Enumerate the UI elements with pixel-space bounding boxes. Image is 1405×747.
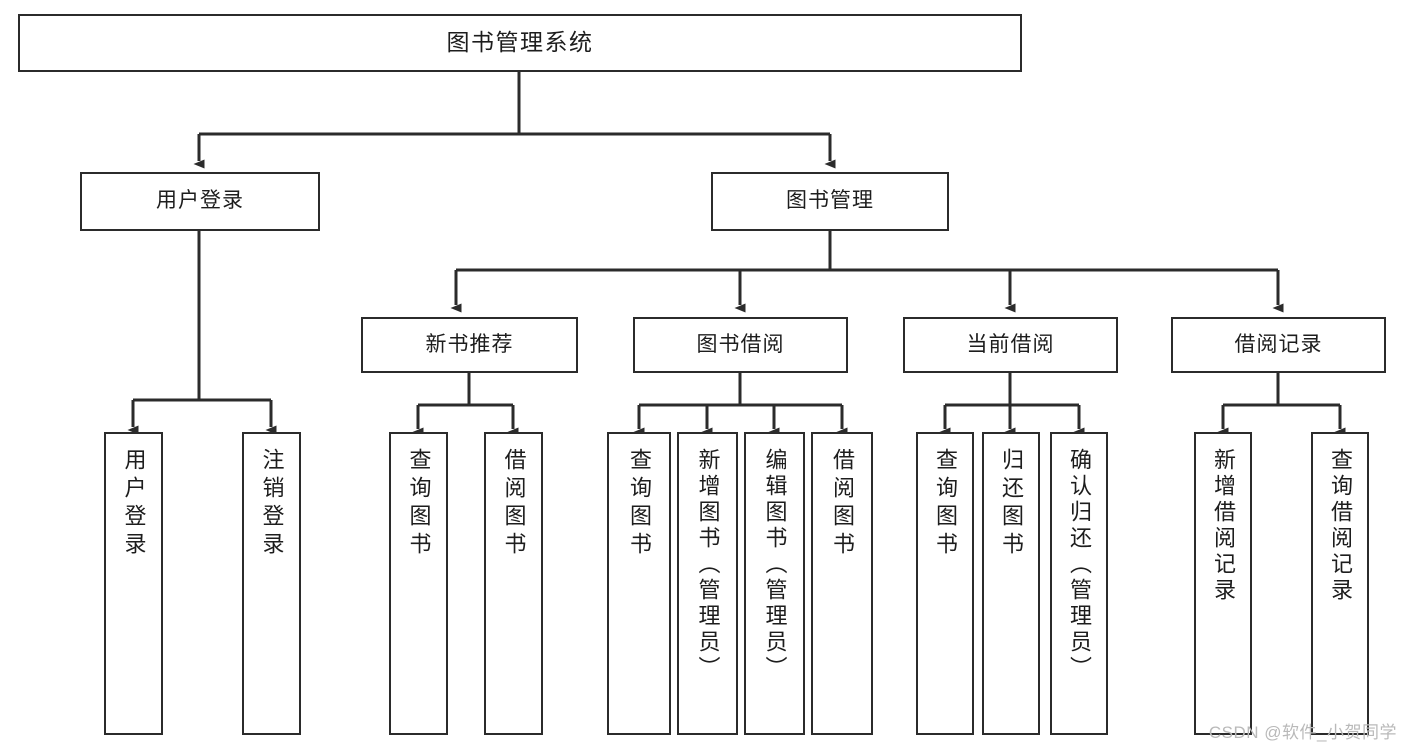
node-label: 归还图书 [999,448,1024,560]
leaf-new-book-query-book[interactable]: 查询图书 [389,432,448,735]
node-label: 查询图书 [406,448,432,560]
node-label: 当前借阅 [966,332,1055,356]
node-label: 查询图书 [627,448,652,560]
leaf-user-login-logout[interactable]: 注销登录 [242,432,301,735]
leaf-book-borrow-add-book-admin[interactable]: 新增图书（管理员） [677,432,738,735]
node-label: 借阅图书 [501,448,527,560]
node-book-management[interactable]: 图书管理 [711,172,949,231]
node-label: 借阅记录 [1234,332,1323,356]
node-label: 编辑图书（管理员） [762,448,788,682]
node-book-borrow[interactable]: 图书借阅 [633,317,848,373]
node-user-login[interactable]: 用户登录 [80,172,320,231]
leaf-borrow-records-add-record[interactable]: 新增借阅记录 [1194,432,1252,735]
node-label: 图书借阅 [696,332,785,356]
node-label: 图书管理 [786,189,874,213]
node-label: 借阅图书 [830,448,855,560]
node-label: 用户登录 [156,189,244,213]
leaf-new-book-borrow-book[interactable]: 借阅图书 [484,432,543,735]
leaf-book-borrow-edit-book-admin[interactable]: 编辑图书（管理员） [744,432,805,735]
node-root-book-management-system[interactable]: 图书管理系统 [18,14,1022,72]
leaf-borrow-records-query-record[interactable]: 查询借阅记录 [1311,432,1369,735]
node-label: 新增图书（管理员） [695,448,721,682]
node-label: 注销登录 [259,448,285,560]
node-label: 图书管理系统 [446,29,594,56]
node-label: 新增借阅记录 [1211,448,1236,604]
node-label: 查询图书 [933,448,958,560]
node-label: 查询借阅记录 [1328,448,1353,604]
node-new-book-recommend[interactable]: 新书推荐 [361,317,578,373]
leaf-current-borrow-query-book[interactable]: 查询图书 [916,432,974,735]
csdn-watermark: CSDN @软件_小贺同学 [1208,723,1397,742]
leaf-user-login-login[interactable]: 用户登录 [104,432,163,735]
leaf-current-borrow-return-book[interactable]: 归还图书 [982,432,1040,735]
node-borrow-records[interactable]: 借阅记录 [1171,317,1386,373]
node-label: 用户登录 [121,448,147,560]
node-label: 新书推荐 [425,332,514,356]
leaf-book-borrow-borrow-book[interactable]: 借阅图书 [811,432,873,735]
node-current-borrow[interactable]: 当前借阅 [903,317,1118,373]
leaf-current-borrow-confirm-return-admin[interactable]: 确认归还（管理员） [1050,432,1108,735]
leaf-book-borrow-query-book[interactable]: 查询图书 [607,432,671,735]
node-label: 确认归还（管理员） [1067,448,1092,682]
